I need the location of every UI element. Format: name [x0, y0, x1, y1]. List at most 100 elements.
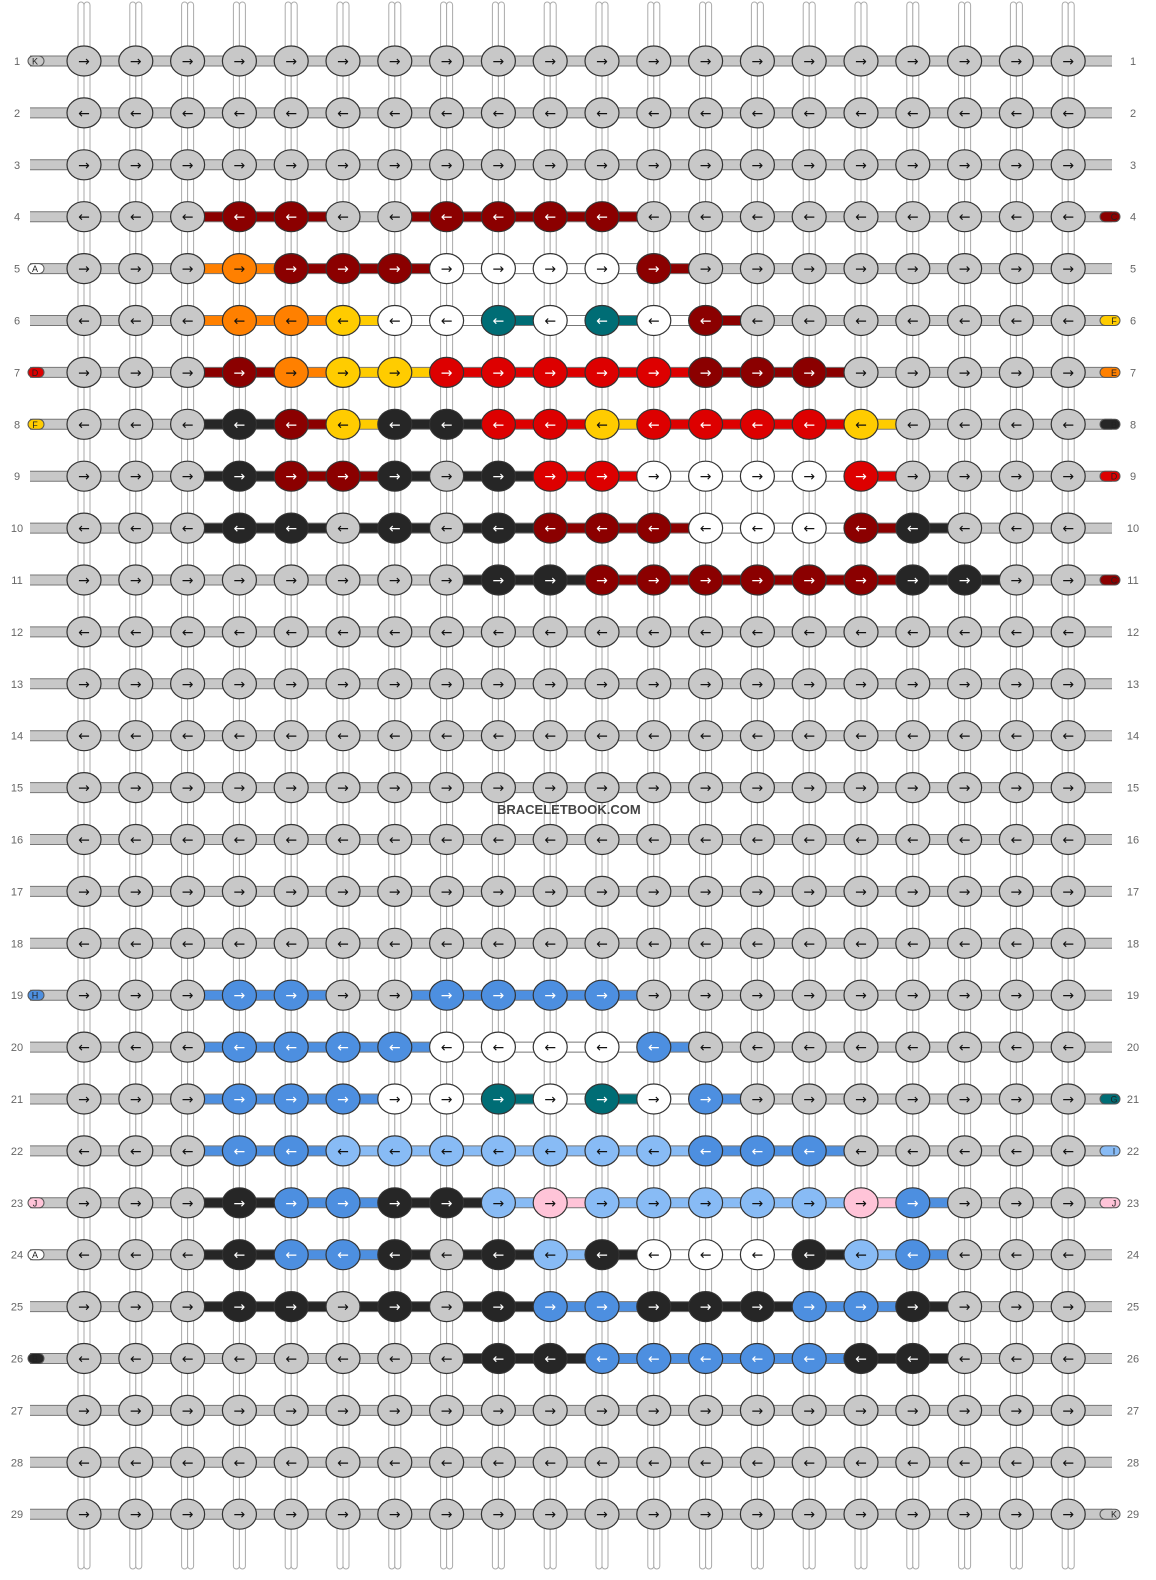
- knot: [480, 564, 516, 596]
- knot: [429, 616, 465, 648]
- knot: [584, 771, 620, 804]
- arrow-right-icon: →: [1062, 677, 1074, 693]
- arrow-right-icon: →: [959, 1196, 971, 1212]
- knot: [1050, 1290, 1086, 1323]
- arrow-left-icon: ←: [1011, 106, 1023, 122]
- row-number-right: 21: [1127, 1094, 1139, 1106]
- arrow-left-icon: ←: [493, 729, 505, 745]
- knot: [532, 1083, 568, 1115]
- knot: [998, 720, 1035, 752]
- knot: [791, 201, 827, 233]
- arrow-left-icon: ←: [648, 417, 660, 433]
- arrow-left-icon: ←: [544, 833, 556, 849]
- knot: [273, 149, 309, 181]
- knot: [480, 1239, 516, 1271]
- arrow-left-icon: ←: [752, 210, 764, 226]
- knot: [480, 304, 516, 337]
- arrow-left-icon: ←: [182, 1040, 194, 1056]
- knot: [584, 979, 620, 1011]
- arrow-right-icon: →: [1062, 1092, 1074, 1108]
- knot: [843, 616, 879, 648]
- arrow-right-icon: →: [544, 262, 556, 278]
- knot: [843, 979, 879, 1011]
- knot: [687, 564, 724, 596]
- arrow-right-icon: →: [596, 262, 608, 278]
- row-number-left: 11: [11, 575, 22, 587]
- knot: [429, 927, 465, 959]
- knot: [739, 408, 776, 440]
- knot: [584, 1031, 620, 1063]
- knot: [791, 1290, 827, 1323]
- knot: [636, 304, 672, 337]
- arrow-right-icon: →: [959, 573, 971, 589]
- knot: [998, 979, 1035, 1011]
- knot: [221, 1187, 257, 1219]
- knot: [998, 1083, 1035, 1115]
- arrow-right-icon: →: [803, 1403, 815, 1419]
- arrow-left-icon: ←: [182, 936, 194, 952]
- row-number-right: 5: [1130, 264, 1136, 276]
- strand-end-right: [1099, 1508, 1121, 1520]
- knot: [687, 201, 724, 233]
- knot: [221, 253, 257, 285]
- knot: [221, 564, 257, 596]
- knot: [687, 1498, 724, 1530]
- strand-end-right: [1099, 574, 1121, 586]
- arrow-left-icon: ←: [389, 314, 401, 330]
- knot: [895, 97, 931, 129]
- knot: [532, 875, 568, 908]
- arrow-left-icon: ←: [700, 314, 712, 330]
- knot: [66, 1290, 102, 1323]
- arrow-left-icon: ←: [130, 521, 142, 537]
- row-number-left: 4: [14, 212, 20, 224]
- arrow-left-icon: ←: [700, 106, 712, 122]
- knot: [429, 1290, 465, 1323]
- arrow-left-icon: ←: [337, 314, 349, 330]
- arrow-right-icon: →: [337, 1507, 349, 1523]
- knot: [1050, 1446, 1086, 1478]
- strand-letter-right: E: [1111, 368, 1117, 378]
- row-number-left: 22: [11, 1146, 23, 1158]
- arrow-right-icon: →: [1011, 469, 1023, 485]
- arrow-left-icon: ←: [493, 833, 505, 849]
- arrow-right-icon: →: [803, 781, 815, 797]
- knot: [636, 253, 672, 285]
- arrow-left-icon: ←: [389, 1040, 401, 1056]
- arrow-right-icon: →: [78, 365, 90, 381]
- knot: [170, 979, 206, 1011]
- arrow-right-icon: →: [182, 469, 194, 485]
- knot: [66, 304, 102, 337]
- arrow-left-icon: ←: [959, 1144, 971, 1160]
- arrow-left-icon: ←: [544, 1144, 556, 1160]
- knot: [998, 253, 1035, 285]
- arrow-right-icon: →: [803, 988, 815, 1004]
- knot: [998, 149, 1035, 181]
- arrow-left-icon: ←: [959, 521, 971, 537]
- arrow-left-icon: ←: [907, 1144, 919, 1160]
- knot: [998, 1394, 1035, 1427]
- arrow-right-icon: →: [182, 1092, 194, 1108]
- arrow-right-icon: →: [596, 1092, 608, 1108]
- arrow-left-icon: ←: [337, 1040, 349, 1056]
- knot: [325, 45, 361, 77]
- knot: [843, 1239, 879, 1271]
- knot: [843, 1342, 879, 1375]
- arrow-left-icon: ←: [855, 314, 867, 330]
- arrow-right-icon: →: [544, 1300, 556, 1316]
- knot: [791, 616, 827, 648]
- strand-end-right: [1099, 1197, 1121, 1209]
- arrow-left-icon: ←: [285, 210, 297, 226]
- arrow-right-icon: →: [441, 262, 453, 278]
- arrow-left-icon: ←: [700, 1144, 712, 1160]
- knot: [377, 771, 413, 804]
- knot: [1050, 253, 1086, 285]
- arrow-right-icon: →: [389, 1403, 401, 1419]
- arrow-right-icon: →: [700, 884, 712, 900]
- arrow-right-icon: →: [182, 884, 194, 900]
- knot: [273, 720, 309, 752]
- strand-end-left: [27, 1249, 45, 1261]
- knot: [429, 564, 465, 596]
- arrow-left-icon: ←: [648, 625, 660, 641]
- arrow-right-icon: →: [855, 365, 867, 381]
- arrow-right-icon: →: [1011, 781, 1023, 797]
